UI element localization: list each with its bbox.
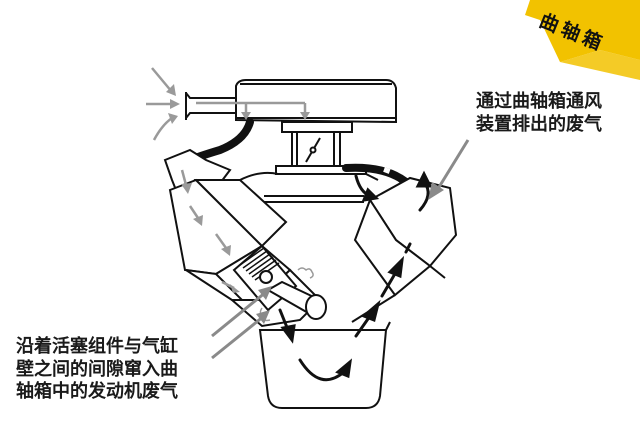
gas-flow-arrows	[278, 170, 433, 382]
piston	[232, 244, 327, 320]
blowby-down-arrows	[180, 169, 240, 293]
banner	[480, 0, 640, 80]
label-line: 壁之间的间隙窜入曲	[16, 358, 178, 380]
air-intake-arrows	[146, 67, 310, 141]
label-line: 沿着活塞组件与气缸	[16, 336, 178, 357]
exhaust-via-pcv-label: 通过曲轴箱通风 装置排出的废气	[476, 91, 602, 136]
air-cleaner	[185, 79, 397, 175]
oil-pan	[258, 321, 391, 409]
label-line: 通过曲轴箱通风	[476, 91, 602, 112]
label-line: 轴箱中的发动机废气	[16, 381, 178, 402]
blowby-gas-label: 沿着活塞组件与气缸 壁之间的间隙窜入曲 轴箱中的发动机废气	[16, 336, 178, 404]
pointer-arrows	[211, 139, 470, 360]
label-line: 装置排出的废气	[476, 113, 602, 135]
